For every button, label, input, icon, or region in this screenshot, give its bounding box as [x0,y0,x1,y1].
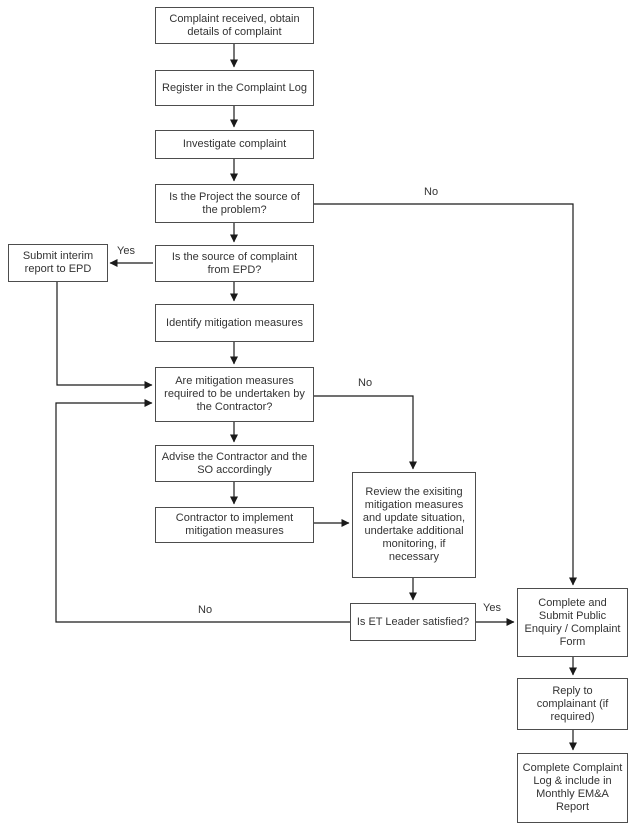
edge-label-et-leader-yes: Yes [483,602,501,615]
node-project-source-decision: Is the Project the source of the problem… [155,184,314,223]
node-register-log: Register in the Complaint Log [155,70,314,106]
node-complaint-received: Complaint received, obtain details of co… [155,7,314,44]
node-submit-interim-report: Submit interim report to EPD [8,244,108,282]
node-complete-submit-form: Complete and Submit Public Enquiry / Com… [517,588,628,657]
edge-label-project-source-no: No [424,186,439,199]
node-review-existing-measures: Review the exisiting mitigation measures… [352,472,476,578]
connector-etleader-no-to-required [55,399,350,623]
node-source-epd-decision: Is the source of complaint from EPD? [155,245,314,282]
connector-required-no-to-review [314,395,417,470]
edge-label-source-epd-yes: Yes [117,245,135,258]
edge-label-mitigation-required-no: No [358,377,373,390]
node-et-leader-satisfied-decision: Is ET Leader satisfied? [350,603,476,641]
connector-projectsource-no-to-form [313,203,577,586]
node-reply-complainant: Reply to complainant (if required) [517,678,628,730]
node-contractor-implement: Contractor to implement mitigation measu… [155,507,314,543]
node-complete-complaint-log: Complete Complaint Log & include in Mont… [517,753,628,823]
edge-label-et-leader-no: No [198,604,213,617]
connector-interim-to-required [56,282,153,389]
node-identify-mitigation: Identify mitigation measures [155,304,314,342]
node-investigate-complaint: Investigate complaint [155,130,314,159]
node-mitigation-required-decision: Are mitigation measures required to be u… [155,367,314,422]
node-advise-contractor: Advise the Contractor and the SO accordi… [155,445,314,482]
